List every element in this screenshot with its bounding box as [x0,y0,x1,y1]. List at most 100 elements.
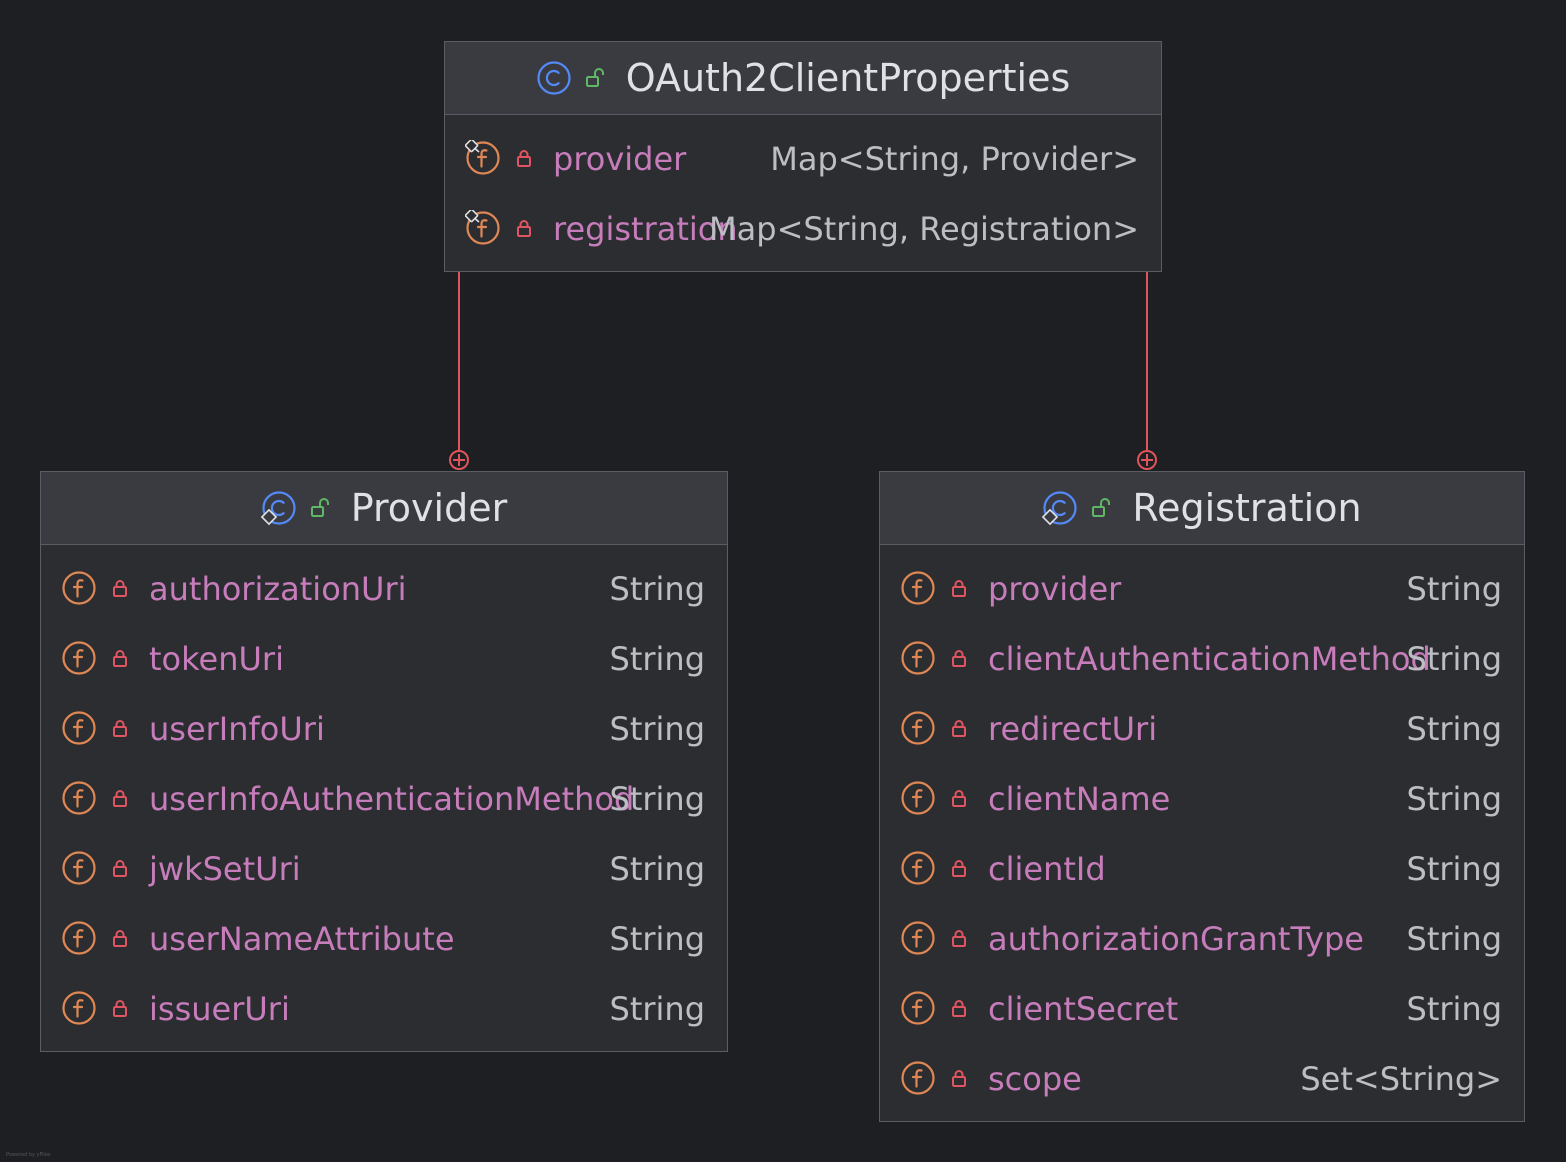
class-header: Provider [41,472,727,545]
field-name: redirectUri [988,710,1158,748]
field-row-user-info-authentication-method[interactable]: userInfoAuthenticationMethod String [41,764,727,834]
field-name: issuerUri [149,990,290,1028]
field-row-provider[interactable]: provider Map<String, Provider> [445,124,1161,194]
field-type: Set<String> [1300,1060,1502,1098]
field-row-authorization-grant-type[interactable]: authorizationGrantType String [880,904,1524,974]
field-type: String [1406,640,1503,678]
field-f-icon [62,711,96,745]
field-name: provider [553,140,687,178]
public-open-lock-icon [1092,498,1111,517]
private-lock-icon [517,220,531,237]
field-row-redirect-uri[interactable]: redirectUri String [880,694,1524,764]
field-f-icon [62,991,96,1025]
class-box-registration[interactable]: Registration provider String clientAuthe… [879,471,1525,1122]
field-f-icon [901,571,935,605]
field-name: clientAuthenticationMethod [988,640,1431,678]
field-row-client-authentication-method[interactable]: clientAuthenticationMethod String [880,624,1524,694]
private-lock-icon [113,650,127,667]
field-f-icon [901,711,935,745]
field-row-registration[interactable]: registration Map<String, Registration> [445,194,1161,264]
private-lock-icon [952,580,966,597]
field-type: String [1406,780,1503,818]
field-type: String [1406,850,1503,888]
private-lock-icon [952,720,966,737]
private-lock-icon [113,930,127,947]
field-name: userNameAttribute [149,920,455,958]
private-lock-icon [113,720,127,737]
field-name: authorizationGrantType [988,920,1364,958]
circle-plus-icon [449,450,469,470]
class-header: OAuth2ClientProperties [445,42,1161,115]
private-lock-icon [952,860,966,877]
field-row-authorization-uri[interactable]: authorizationUri String [41,554,727,624]
field-row-client-name[interactable]: clientName String [880,764,1524,834]
static-inner-class-icon [1042,491,1078,526]
static-inner-class-icon [260,491,296,526]
field-row-client-secret[interactable]: clientSecret String [880,974,1524,1044]
class-title: Registration [1132,486,1362,530]
private-lock-icon [952,1000,966,1017]
circle-plus-icon [1137,450,1157,470]
field-row-jwk-set-uri[interactable]: jwkSetUri String [41,834,727,904]
field-name: clientId [988,850,1106,888]
field-row-client-id[interactable]: clientId String [880,834,1524,904]
class-title: OAuth2ClientProperties [625,56,1071,100]
field-name: authorizationUri [149,570,407,608]
public-open-lock-icon [310,498,329,517]
field-f-icon [901,921,935,955]
field-type: String [1406,990,1503,1028]
field-list: provider String clientAuthenticationMeth… [880,544,1524,1114]
class-box-oauth2-client-properties[interactable]: OAuth2ClientProperties provider Map<Stri… [444,41,1162,272]
field-name: jwkSetUri [149,850,301,888]
private-lock-icon [952,930,966,947]
field-name: provider [988,570,1122,608]
field-type: String [1406,570,1503,608]
private-lock-icon [113,860,127,877]
field-f-icon [901,1061,935,1095]
public-open-lock-icon [585,68,604,87]
field-type: Map<String, Provider> [770,140,1139,178]
field-type: String [609,780,706,818]
field-name: scope [988,1060,1082,1098]
field-name: userInfoUri [149,710,325,748]
field-row-scope[interactable]: scope Set<String> [880,1044,1524,1114]
final-field-f-icon [465,140,500,175]
field-type: String [609,850,706,888]
field-type: Map<String, Registration> [709,210,1139,248]
class-title: Provider [350,486,508,530]
field-type: String [609,920,706,958]
field-name: userInfoAuthenticationMethod [149,780,635,818]
field-type: String [1406,920,1503,958]
field-row-token-uri[interactable]: tokenUri String [41,624,727,694]
field-name: clientName [988,780,1171,818]
field-type: String [1406,710,1503,748]
field-row-user-name-attribute[interactable]: userNameAttribute String [41,904,727,974]
field-type: String [609,570,706,608]
field-name: registration [553,210,738,248]
private-lock-icon [113,1000,127,1017]
private-lock-icon [952,1070,966,1087]
field-name: tokenUri [149,640,284,678]
field-f-icon [62,851,96,885]
field-row-issuer-uri[interactable]: issuerUri String [41,974,727,1044]
field-row-user-info-uri[interactable]: userInfoUri String [41,694,727,764]
private-lock-icon [952,790,966,807]
field-f-icon [901,991,935,1025]
field-row-provider[interactable]: provider String [880,554,1524,624]
private-lock-icon [113,580,127,597]
field-f-icon [901,781,935,815]
field-f-icon [62,571,96,605]
field-type: String [609,990,706,1028]
class-c-icon [537,61,571,95]
private-lock-icon [517,150,531,167]
private-lock-icon [113,790,127,807]
class-box-provider[interactable]: Provider authorizationUri String tokenUr… [40,471,728,1052]
watermark: Powered by yFiles [6,1152,51,1158]
field-type: String [609,710,706,748]
field-f-icon [901,641,935,675]
final-field-f-icon [465,210,500,245]
field-list: authorizationUri String tokenUri String … [41,544,727,1044]
field-name: clientSecret [988,990,1179,1028]
field-f-icon [62,921,96,955]
